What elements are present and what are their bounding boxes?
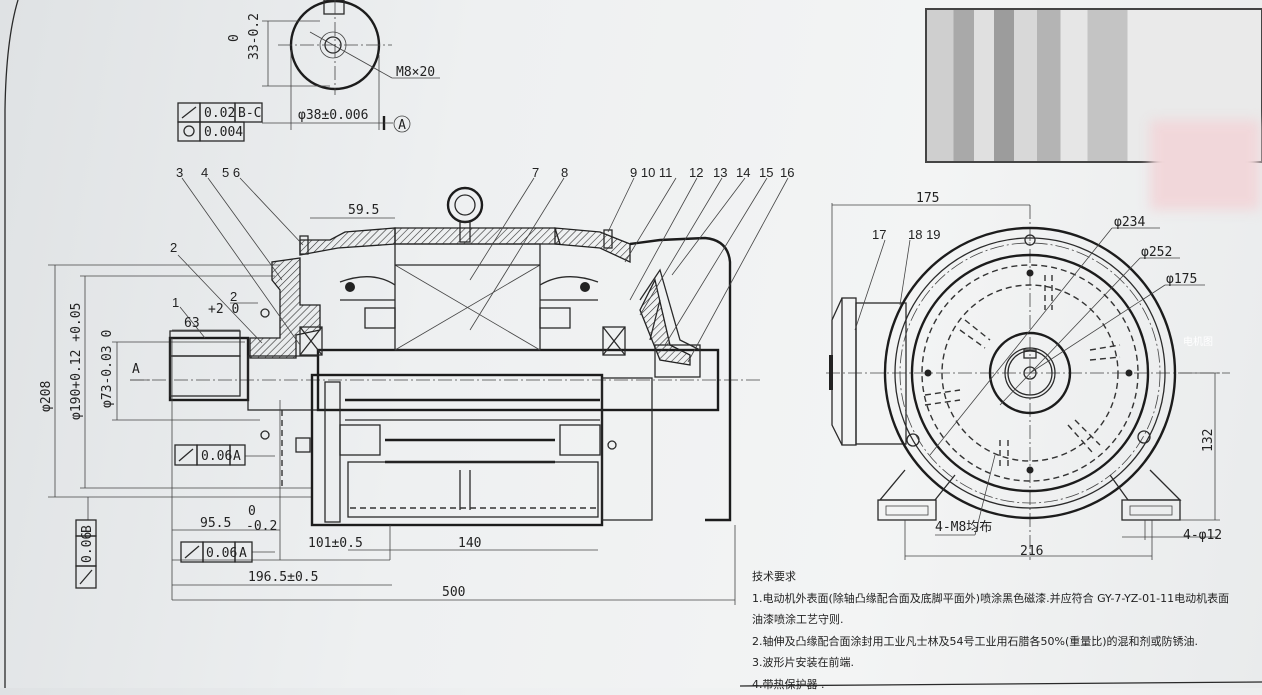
part-number-16: 16 (780, 165, 794, 180)
part-number-2: 2 (170, 240, 177, 255)
flange-holes-label: 4-M8均布 (935, 520, 992, 535)
dim-63: 63 (184, 316, 200, 331)
notes-heading: 技术要求 (752, 566, 1262, 588)
fcf-runout-b: 0.06 B (76, 520, 96, 588)
dim-phi-208: φ208 (39, 381, 54, 412)
fcf-runout-a-2: 0.06 A (181, 542, 252, 562)
fcf1-datum: B-C (238, 106, 261, 121)
dim-59-5: 59.5 (348, 203, 379, 218)
redacted-blur (1150, 120, 1260, 210)
fcf-a-datum: A (233, 449, 241, 464)
part-number-1: 1 (172, 295, 179, 310)
note-item: 油漆喷涂工艺守则. (752, 609, 1262, 631)
dim-196-5: 196.5±0.5 (248, 570, 318, 585)
dim-phi-73: φ73-0.03 0 (100, 330, 115, 408)
fcf-a-value: 0.06 (201, 449, 232, 464)
dim-500: 500 (442, 585, 465, 600)
key-depth-tol: 0 (227, 34, 242, 42)
key-depth-dim: 33-0.2 (247, 13, 262, 60)
dim-101: 101±0.5 (308, 536, 363, 551)
technical-requirements: 技术要求 1.电动机外表面(除轴凸缘配合面及底脚平面外)喷涂黑色磁漆.并应符合 … (752, 566, 1262, 695)
runout-icon (182, 107, 196, 118)
feet-holes-label: 4-φ12 (1183, 528, 1222, 543)
dim-132: 132 (1201, 429, 1216, 452)
fcf1-value: 0.02 (204, 106, 235, 121)
part-number-4: 4 (201, 165, 208, 180)
dim-95-5: 95.5 (200, 516, 231, 531)
sheet-border (5, 0, 18, 688)
part-number-17: 17 (872, 227, 886, 242)
note-item: 2.轴伸及凸缘配合面涂封用工业凡士林及54号工业用石腊各50%(重量比)的混和剂… (752, 631, 1262, 653)
shaft-diameter-dim: φ38±0.006 (298, 108, 368, 123)
part-number-5-6: 5 6 (222, 165, 240, 180)
part-number-9-11: 9 10 11 (630, 165, 672, 180)
dim-phi-190: φ190+0.12 +0.05 (69, 303, 84, 420)
datum-a-label: A (398, 118, 406, 133)
part-number-8: 8 (561, 165, 568, 180)
cylindricity-icon (184, 126, 194, 136)
runout-icon (185, 546, 199, 558)
part-number-3: 3 (176, 165, 183, 180)
part-number-14: 14 (736, 165, 750, 180)
part-number-13: 13 (713, 165, 727, 180)
dim-phi-175: φ175 (1166, 272, 1197, 287)
runout-icon (80, 570, 92, 584)
dim-phi-252: φ252 (1141, 245, 1172, 260)
note-item: 4.带热保护器 . (752, 674, 1262, 695)
note-item: 1.电动机外表面(除轴凸缘配合面及底脚平面外)喷涂黑色磁漆.并应符合 GY-7-… (752, 588, 1262, 610)
fcf-cylindricity-0.004: 0.004 (178, 122, 244, 141)
dim-phi-234: φ234 (1114, 215, 1145, 230)
shaft-end-detail: A 33-0.2 0 M8×20 φ38±0.006 0.02 B-C 0.00… (178, 0, 440, 141)
part-number-18-19: 18 19 (908, 227, 941, 242)
part-number-12: 12 (689, 165, 703, 180)
motor-side-view: 3 4 5 6 2 2 1 7 8 9 10 11 12 13 14 15 16… (39, 165, 794, 605)
runout-icon (179, 449, 193, 461)
dim-216: 216 (1020, 544, 1043, 559)
fcf-c-value: 0.06 (80, 532, 95, 563)
dim-63-tol: +2 0 (208, 302, 239, 317)
dim-140: 140 (458, 536, 481, 551)
dim-175-top: 175 (916, 191, 939, 206)
fcf-runout-0.02: 0.02 B-C (178, 103, 262, 122)
thread-callout: M8×20 (396, 65, 435, 80)
note-item: 3.波形片安装在前端. (752, 652, 1262, 674)
dim-95-5-tol-upper: 0 (248, 504, 256, 519)
motor-end-view: 17 18 19 175 φ234 φ252 φ175 132 4-M8均布 2… (826, 191, 1230, 560)
part-number-15: 15 (759, 165, 773, 180)
view-a-label: A (132, 362, 140, 377)
watermark: 电机图 (1183, 333, 1213, 348)
fcf-c-datum: B (80, 525, 95, 533)
fcf-b-datum: A (239, 546, 247, 561)
fcf-runout-a-1: 0.06 A (175, 445, 245, 465)
part-number-7: 7 (532, 165, 539, 180)
fcf-b-value: 0.06 (206, 546, 237, 561)
fcf2-value: 0.004 (204, 125, 243, 140)
dim-95-5-tol-lower: -0.2 (246, 519, 277, 534)
